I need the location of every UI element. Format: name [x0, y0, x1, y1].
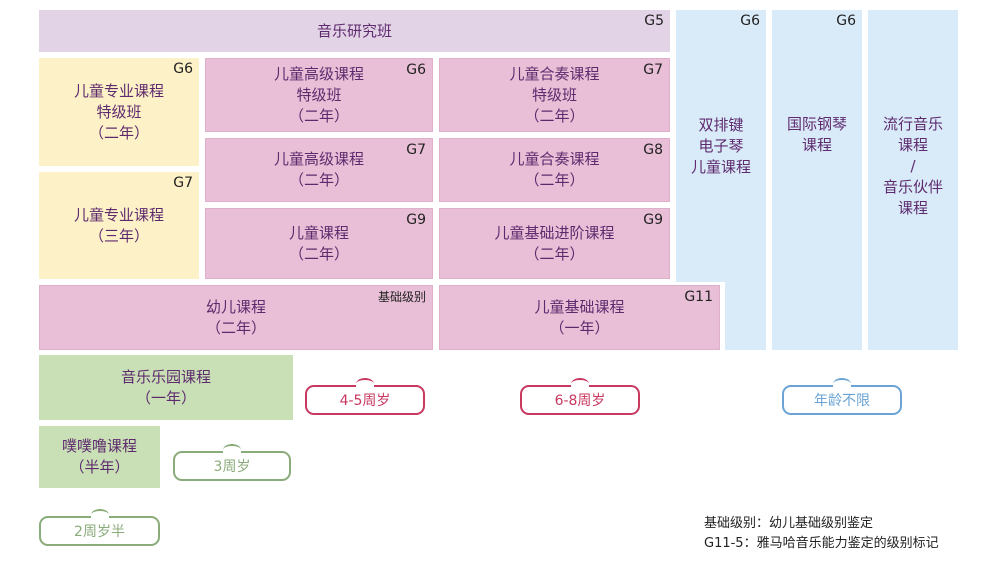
pro-course: 儿童专业课程 （三年） G7 [39, 172, 199, 279]
line: （二年） [205, 318, 266, 337]
pro-course-special: 儿童专业课程 特级班 （二年） G6 [39, 58, 199, 166]
line: （三年） [88, 226, 149, 245]
music-garden-course: 音乐乐园课程 （一年） [39, 355, 293, 420]
line: 儿童专业课程 [73, 81, 164, 100]
line: 音乐乐园课程 [120, 367, 211, 386]
notch [90, 509, 109, 521]
line: 特级班 [531, 85, 577, 104]
line: 国际钢琴 [786, 115, 847, 133]
grade: G9 [406, 212, 426, 228]
line: 流行音乐 [882, 115, 943, 133]
piano-course: 国际钢琴 课程 G6 [772, 10, 862, 350]
electone-course-extension [725, 282, 766, 350]
legend-grade: G11-5：雅马哈音乐能力鉴定的级别标记 [704, 536, 939, 551]
line: （一年） [135, 388, 196, 407]
line: （二年） [288, 244, 349, 263]
grade: G9 [643, 212, 663, 228]
line: 电子琴 [698, 136, 744, 155]
line: 噗噗噜课程 [61, 437, 137, 455]
line: 儿童高级课程 [273, 64, 364, 83]
age-tag-3: 3周岁 [173, 444, 291, 481]
notch [571, 378, 589, 390]
basic-course: 儿童基础课程 （一年） G11 [439, 285, 720, 350]
label: 2周岁半 [74, 524, 125, 540]
label: 年龄不限 [814, 393, 870, 409]
grade: G7 [406, 142, 426, 158]
music-research-class: 音乐研究班 G5 [39, 10, 670, 52]
grade: G6 [836, 13, 856, 29]
children-course: 儿童课程 （二年） G9 [205, 208, 433, 279]
line: （二年） [88, 123, 149, 142]
line: 儿童基础课程 [534, 297, 625, 316]
pop-music-course: 流行音乐 课程 / 音乐伙伴 课程 [868, 10, 958, 350]
infant-course: 幼儿课程 （二年） 基础级别 [39, 285, 433, 350]
grade: G6 [406, 62, 426, 78]
line: 儿童专业课程 [73, 205, 164, 224]
advanced-course: 儿童高级课程 （二年） G7 [205, 138, 433, 202]
line: 儿童课程 [690, 157, 751, 176]
grade: G7 [173, 175, 193, 191]
puppu-course: 噗噗噜课程 （半年） [39, 426, 160, 488]
line: 幼儿课程 [205, 297, 266, 316]
line: （二年） [524, 106, 585, 125]
notch [833, 378, 851, 390]
line: （二年） [288, 171, 349, 189]
line: 特级班 [296, 85, 342, 104]
line: 课程 [897, 199, 928, 217]
line: / [910, 157, 916, 175]
line: 课程 [897, 136, 928, 154]
line: 儿童合奏课程 [509, 64, 600, 83]
age-tag-any: 年龄不限 [782, 378, 902, 415]
ensemble-special: 儿童合奏课程 特级班 （二年） G7 [439, 58, 670, 132]
label: 音乐研究班 [316, 21, 392, 40]
grade: G6 [173, 61, 193, 77]
line: 音乐伙伴 [882, 178, 943, 196]
electone-course: 双排键 电子琴 儿童课程 G6 [676, 10, 766, 282]
line: 儿童合奏课程 [509, 150, 600, 168]
label: 4-5周岁 [339, 393, 391, 409]
grade: G7 [643, 62, 663, 78]
line: 儿童课程 [288, 223, 349, 242]
line: （二年） [524, 171, 585, 189]
grade: 基础级别 [377, 290, 426, 304]
grade: G6 [740, 13, 760, 29]
line: 儿童基础进阶课程 [494, 223, 615, 242]
line: 特级班 [96, 102, 142, 121]
grade: G11 [684, 289, 713, 305]
line: 双排键 [698, 115, 744, 134]
line: 课程 [801, 136, 832, 154]
line: （二年） [524, 244, 585, 263]
notch [356, 378, 374, 390]
grade: G5 [644, 13, 664, 29]
line: （一年） [549, 318, 610, 337]
basic-advanced-course: 儿童基础进阶课程 （二年） G9 [439, 208, 670, 279]
age-tag-2-5: 2周岁半 [39, 509, 160, 546]
ensemble-course: 儿童合奏课程 （二年） G8 [439, 138, 670, 202]
age-tag-6-8: 6-8周岁 [520, 378, 640, 415]
legend-basic: 基础级别：幼儿基础级别鉴定 [704, 516, 874, 531]
advanced-special: 儿童高级课程 特级班 （二年） G6 [205, 58, 433, 132]
line: （半年） [69, 458, 130, 476]
line: （二年） [288, 106, 349, 125]
line: 儿童高级课程 [273, 150, 364, 168]
notch [223, 444, 241, 456]
label: 3周岁 [213, 459, 251, 475]
label: 6-8周岁 [554, 393, 606, 409]
age-tag-4-5: 4-5周岁 [305, 378, 425, 415]
grade: G8 [643, 142, 663, 158]
